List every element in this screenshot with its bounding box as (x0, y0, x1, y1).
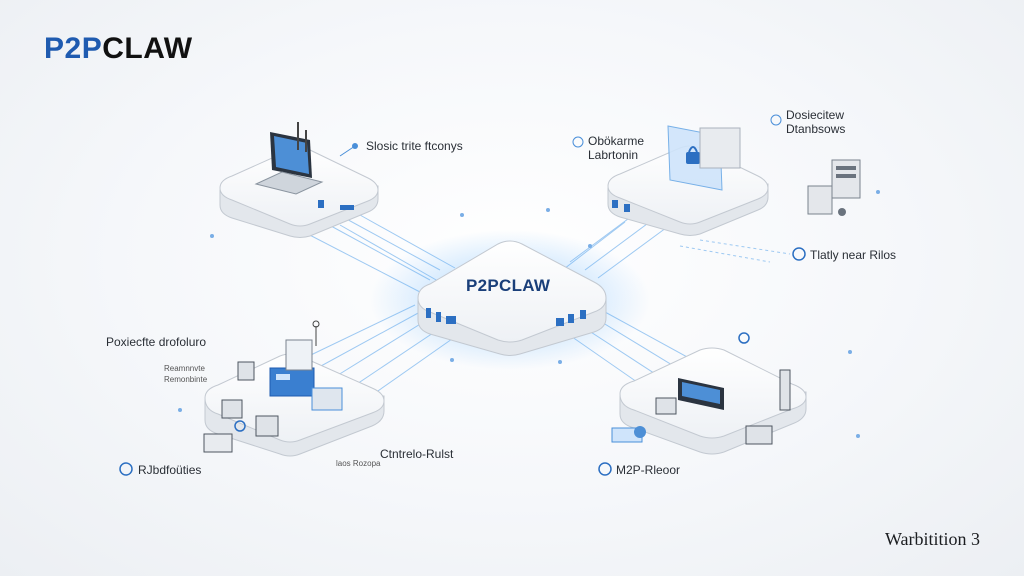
hub-ports (426, 308, 586, 326)
node-bottom-left-small-3: laos Rozopa (336, 459, 381, 468)
node-top-right-label-2: Labrtonin (588, 148, 639, 162)
node-bottom-left-small-1: Reamnnvte (164, 364, 205, 373)
node-bottom-left-label-3: RJbdfoüties (138, 463, 202, 477)
info-icon-2 (770, 114, 782, 126)
globe-icon (792, 247, 806, 261)
terminal-screen-icon (678, 378, 724, 410)
server-rack-icon (807, 159, 861, 216)
node-top-right (572, 114, 782, 236)
node-bottom-left-small-2: Remonbinte (164, 375, 208, 384)
version-label: Warbitition 3 (884, 529, 980, 549)
node-bottom-right (598, 332, 807, 476)
node-top-left-label: Slosic trite ftconys (366, 139, 463, 153)
brand-logo-part2: CLAW (102, 32, 193, 65)
node-bottom-left (119, 320, 385, 476)
globe-icon-br (598, 462, 612, 476)
laptop-icon (254, 132, 324, 195)
hub-device (417, 240, 607, 356)
info-icon (572, 136, 584, 148)
gear-icon (234, 420, 246, 432)
node-bottom-left-label-1: Poxiecfte drofoluro (106, 335, 207, 349)
brand-logo-part1: P2P (44, 32, 103, 65)
decorative-dots (178, 190, 880, 438)
router-icon (269, 339, 343, 411)
brand-logo: P2PCLAW (44, 32, 193, 66)
hub-label: P2PCLAW (466, 276, 551, 295)
node-bottom-left-label-2: Ctntrelo-Rulst (380, 447, 454, 461)
node-bottom-right-label: M2P-Rleoor (616, 463, 681, 477)
node-top-right-label-3: Dosiecitew (786, 108, 845, 122)
node-top-left (219, 122, 379, 238)
node-top-right-label-4: Dtanbsows (786, 122, 846, 136)
globe-icon-bl (119, 462, 133, 476)
node-right-label: Tlatly near Rilos (810, 248, 897, 262)
node-top-right-label-1: Obökarme (588, 134, 645, 148)
link-right (679, 239, 791, 263)
